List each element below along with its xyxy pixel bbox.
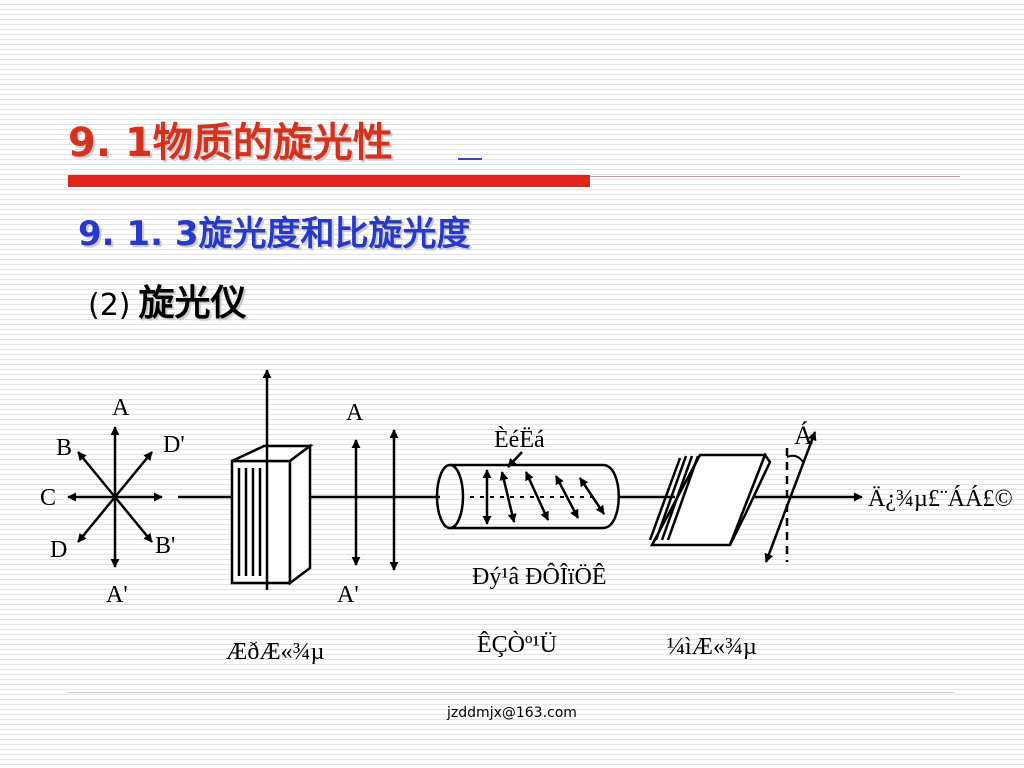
- footer-email: jzddmjx@163.com: [447, 705, 577, 721]
- star-arrow-down-left: [77, 496, 116, 543]
- star-label-c: C: [40, 485, 56, 511]
- slide-title: 9. 1物质的旋光性: [68, 120, 393, 166]
- section-number: (2): [88, 288, 131, 323]
- polarizer-top-label: A: [346, 400, 364, 426]
- tube-inner-label: Ðý¹â ÐÔÎïÖÊ: [472, 563, 607, 590]
- rotated-polarization-arrow: [764, 431, 817, 563]
- star-label-d-prime: D': [163, 432, 185, 458]
- analyzer-top-label: Á: [794, 421, 813, 450]
- star-label-b: B: [56, 435, 72, 461]
- analyzer-hatch: [648, 455, 700, 541]
- section-heading: (2)旋光仪: [88, 274, 247, 326]
- star-label-a: A: [112, 395, 130, 421]
- rotation-angle-arc: [786, 454, 804, 463]
- polarizer-hatch: [237, 468, 262, 576]
- footer-rule: [68, 692, 954, 693]
- polarizer-caption: ÆðÆ«¾µ: [226, 639, 325, 665]
- star-arrow-up-right: [114, 451, 153, 498]
- tube-top-label: ÈéËá: [494, 427, 545, 453]
- tube-label-pointer: [507, 451, 523, 468]
- star-arrow-up-left: [77, 451, 116, 498]
- star-label-b-prime: B': [155, 533, 175, 559]
- unpolarized-light-star: [67, 426, 163, 568]
- title-underline: [458, 158, 482, 160]
- title-red-bar: [68, 175, 590, 187]
- analyzer-prism: [649, 452, 772, 547]
- slide-subtitle: 9. 1. 3旋光度和比旋光度: [78, 214, 471, 254]
- polarizer-prism: [230, 443, 314, 586]
- sample-tube: [435, 463, 620, 530]
- tube-caption: ÊÇÒº¹Ü: [477, 631, 557, 658]
- star-arrow-down-right: [114, 496, 153, 543]
- right-output-label: Ä¿¾µ£¨ÁÁ£©: [868, 486, 1013, 512]
- title-rule-line: [590, 176, 960, 177]
- star-label-d: D: [50, 537, 67, 563]
- star-label-a-prime: A': [106, 582, 128, 608]
- analyzer-caption: ¼ìÆ«¾µ: [667, 634, 757, 660]
- rotating-light-arrows: [482, 469, 606, 525]
- section-heading-text: 旋光仪: [138, 283, 247, 324]
- polarizer-bottom-label: A': [337, 582, 359, 608]
